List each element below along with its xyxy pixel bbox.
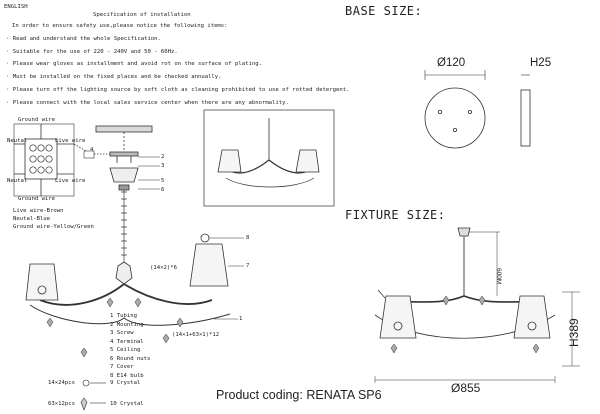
- fixture-width: Ø855: [451, 381, 481, 395]
- base-diameter: Ø120: [437, 57, 466, 69]
- instruction-item: · Please turn off the lighting source by…: [6, 86, 350, 93]
- instruction-item: · Suitable for the use of 220 - 240V and…: [6, 48, 178, 55]
- legend-live: Live wire-Brown: [13, 208, 64, 214]
- crystal-qty: 63×12pcs: [48, 401, 75, 407]
- crystal-label: 10 Crystal: [110, 401, 144, 407]
- ceiling-mount-exploded: [25, 125, 244, 358]
- legend-neutral: Neutal-Blue: [13, 216, 51, 222]
- callout-3: 3: [161, 163, 165, 169]
- product-coding: Product coding: RENATA SP6: [216, 388, 382, 402]
- instructions-list: In order to ensure safety use,please not…: [6, 20, 350, 110]
- callout-7: 7: [246, 263, 250, 269]
- fixture-size-drawing: [374, 227, 580, 383]
- language-label: ENGLISH: [4, 4, 28, 10]
- base-size-drawing: [424, 70, 531, 149]
- live-wire-label: Live wire: [55, 138, 86, 144]
- instruction-item: · Read and understand the whole Specific…: [6, 35, 161, 42]
- parts-list: 1 Tubing 2 Mounting 3 Screw 4 Terminal 5…: [110, 312, 150, 380]
- part-item: 8 E14 bulb: [110, 372, 144, 379]
- crystal-spec-a: (14×2)*6: [150, 265, 177, 271]
- crystal-qty: 14×24pcs: [48, 380, 75, 386]
- part-item: 7 Cover: [110, 364, 134, 370]
- ground-wire-top-label: Ground wire: [18, 117, 56, 123]
- spec-title: Specification of installation: [93, 12, 191, 18]
- instruction-item: · Please wear gloves as installment and …: [6, 61, 262, 68]
- preview-box: [203, 109, 335, 207]
- callout-4: 4: [90, 147, 94, 153]
- part-item: 2 Mounting: [110, 321, 144, 328]
- crystal-icons: [80, 379, 106, 411]
- ground-wire-bottom-label: Ground wire: [18, 196, 56, 202]
- live-wire-label-2: Live wire: [55, 178, 86, 184]
- fixture-size-title: FIXTURE SIZE:: [345, 208, 446, 222]
- instruction-item: · Must be installed on the fixed places …: [6, 74, 222, 81]
- neutral-label: Neutal: [7, 138, 28, 144]
- base-height: H25: [530, 57, 552, 69]
- part-item: 1 Tubing: [110, 313, 137, 319]
- terminal-block-diagram: [13, 123, 87, 197]
- base-size-title: BASE SIZE:: [345, 4, 423, 18]
- callout-8: 8: [246, 235, 250, 241]
- neutral-label-2: Neutal: [7, 178, 28, 184]
- part-item: 6 Round nuts: [110, 355, 151, 362]
- crystal-spec-b: (14×1+63×1)*12: [172, 332, 220, 338]
- crystal-label: 9 Crystal: [110, 380, 141, 386]
- callout-2: 2: [161, 154, 165, 160]
- instruction-item: · Please connect with the local sales se…: [6, 99, 289, 106]
- callout-6: 6: [161, 187, 165, 193]
- instruction-intro: In order to ensure safety use,please not…: [12, 23, 228, 29]
- callout-1: 1: [239, 316, 243, 322]
- part-item: 3 Screw: [110, 330, 134, 336]
- legend-ground: Ground wire-Yellow/Green: [13, 224, 94, 230]
- part-item: 4 Terminal: [110, 338, 144, 345]
- callout-5: 5: [161, 178, 165, 184]
- wire-color-legend: Live wire-Brown Neutal-Blue Ground wire-…: [13, 207, 94, 231]
- part-item: 5 Ceiling: [110, 347, 141, 353]
